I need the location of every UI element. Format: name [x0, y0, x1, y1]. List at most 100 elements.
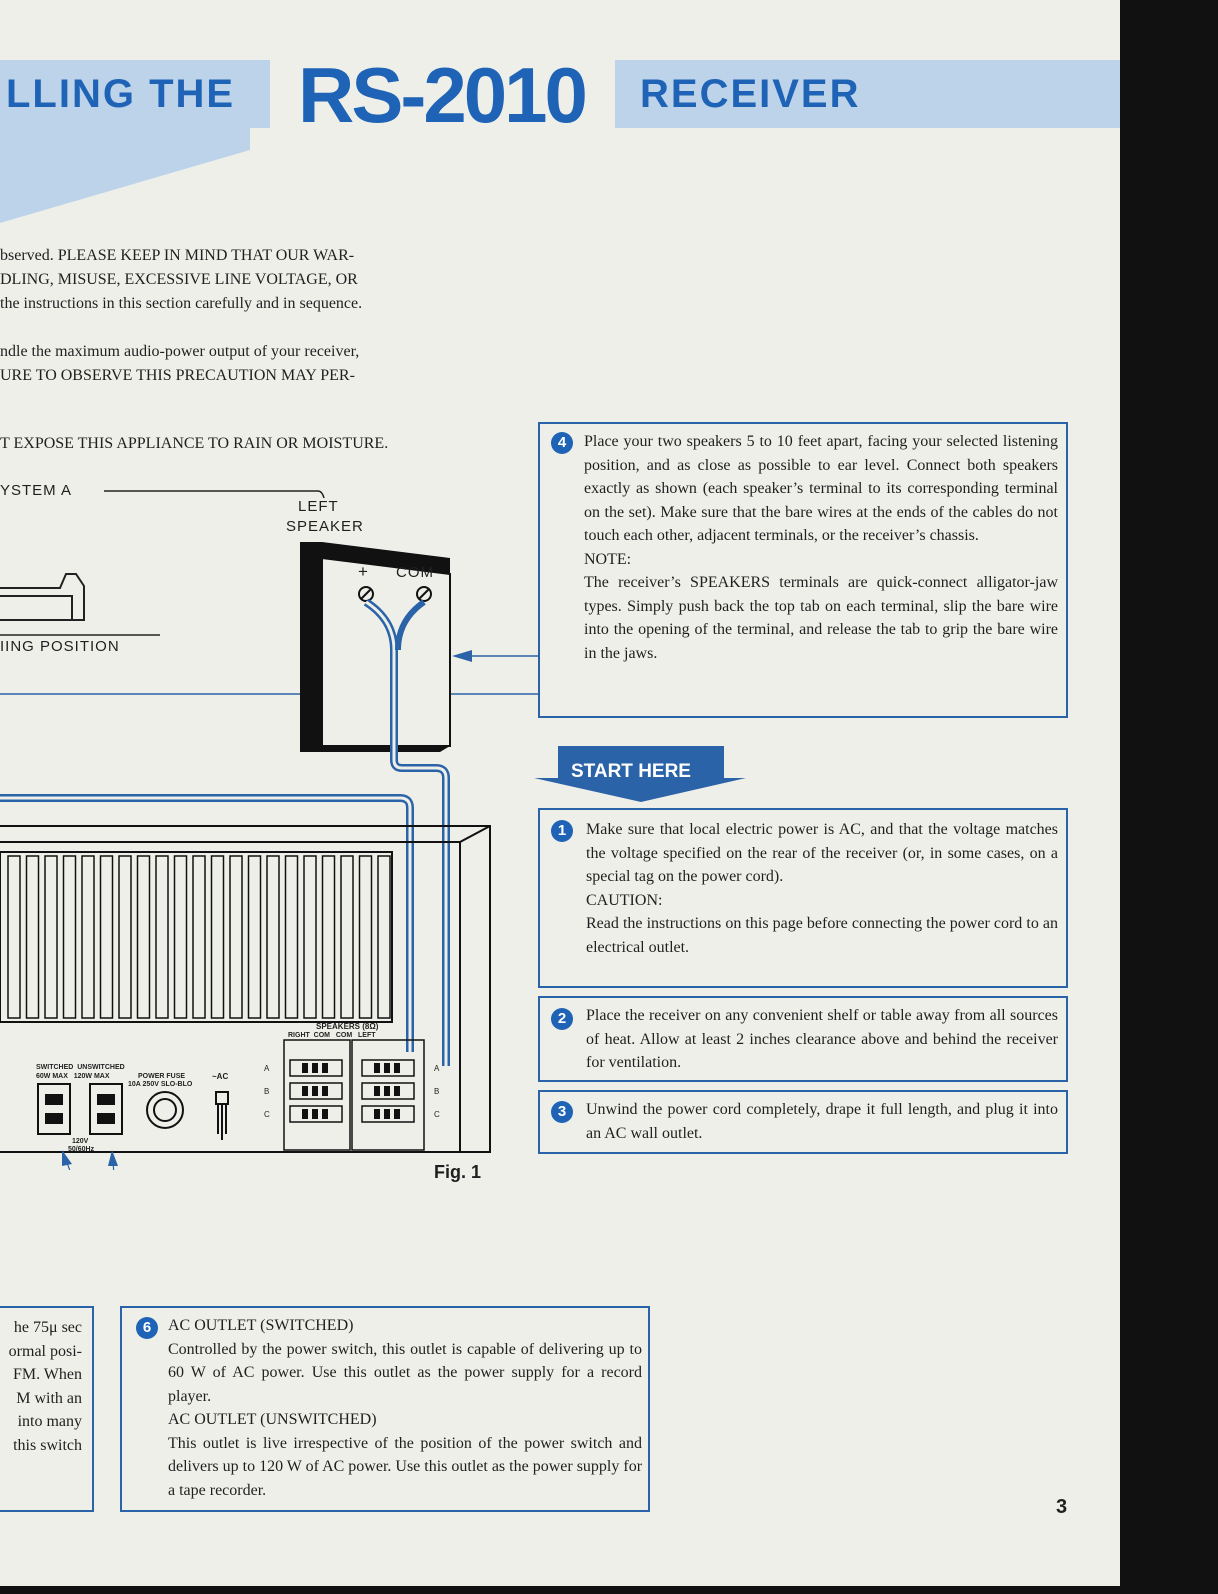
step-4-note: The receiver’s SPEAKERS terminals are qu…	[584, 574, 1058, 662]
step-6-text: AC OUTLET (SWITCHED) Controlled by the p…	[168, 1314, 642, 1502]
step-6-paragraph-2: This outlet is live irrespective of the …	[168, 1434, 643, 1499]
terminal-clip	[394, 1109, 400, 1119]
step-2-box: 2 Place the receiver on any convenient s…	[538, 996, 1068, 1082]
step-4-paragraph: Place your two speakers 5 to 10 feet apa…	[584, 433, 1058, 544]
step-number-badge: 3	[551, 1101, 573, 1123]
page-bottom-edge	[0, 1586, 1120, 1594]
step-number-badge: 2	[551, 1008, 573, 1030]
left-speaker-label-2: SPEAKER	[286, 518, 364, 535]
speakers-header-label: SPEAKERS (8Ω)	[316, 1022, 379, 1031]
heatsink-fins	[7, 855, 391, 1019]
left-box-line: into many	[17, 1413, 82, 1430]
heatsink-fin	[44, 855, 58, 1019]
row-label-b: B	[264, 1087, 270, 1096]
terminal-clip	[394, 1086, 400, 1096]
step-1-text: Make sure that local electric power is A…	[586, 818, 1058, 959]
intro-line: URE TO OBSERVE THIS PRECAUTION MAY PER-	[0, 367, 355, 384]
header-left-text: LLING THE	[6, 72, 236, 116]
heatsink-fin	[358, 855, 373, 1019]
receiver-rear-panel	[0, 825, 491, 1153]
intro-line: T EXPOSE THIS APPLIANCE TO RAIN OR MOIST…	[0, 435, 389, 452]
terminal-block	[361, 1059, 415, 1077]
figure-diagram	[0, 490, 540, 1170]
voltage-label: 120V	[72, 1138, 89, 1145]
heatsink-fin	[266, 855, 280, 1019]
step-number-badge: 6	[136, 1317, 158, 1339]
fuse-holder-icon	[146, 1091, 184, 1129]
step-6-box: 6 AC OUTLET (SWITCHED) Controlled by the…	[120, 1306, 650, 1512]
heatsink-fin	[303, 855, 317, 1019]
step-1-paragraph: Make sure that local electric power is A…	[586, 821, 1058, 885]
terminal-clip	[302, 1109, 308, 1119]
step-6-heading-1: AC OUTLET (SWITCHED)	[168, 1317, 354, 1334]
header-band-right	[615, 60, 1135, 128]
header-wedge	[0, 128, 250, 223]
step-1-caution: Read the instructions on this page befor…	[586, 915, 1058, 956]
left-partial-text: he 75μ sec ormal posi- FM. When M with a…	[0, 1316, 82, 1457]
heatsink-fin	[247, 855, 262, 1019]
heatsink-fin	[62, 855, 77, 1019]
left-speaker-label-1: LEFT	[298, 498, 339, 515]
heatsink-fin	[192, 855, 206, 1019]
start-here-label: START HERE	[571, 761, 691, 782]
outlet-labels: SWITCHED UNSWITCHED	[36, 1064, 125, 1071]
left-partial-box: he 75μ sec ormal posi- FM. When M with a…	[0, 1306, 94, 1512]
step-1-box: 1 Make sure that local electric power is…	[538, 808, 1068, 988]
row-label-c-right: C	[434, 1110, 440, 1119]
heatsink-fin	[25, 855, 40, 1019]
speakers-sub-label: RIGHT COM COM LEFT	[288, 1032, 376, 1039]
heatsink-fin	[81, 855, 95, 1019]
terminal-clip	[384, 1063, 390, 1073]
terminal-com-label: COM	[396, 564, 434, 581]
left-box-line: ormal posi-	[8, 1342, 82, 1360]
power-cord-icon	[215, 1091, 229, 1140]
terminal-clip	[312, 1063, 318, 1073]
switched-outlet-icon	[37, 1083, 71, 1135]
ac-label: ~AC	[212, 1072, 229, 1081]
step-3-text: Unwind the power cord completely, drape …	[586, 1098, 1058, 1145]
heatsink-fin	[118, 855, 132, 1019]
terminal-block	[289, 1105, 343, 1123]
terminal-block	[361, 1082, 415, 1100]
terminal-clip	[302, 1063, 308, 1073]
power-fuse-label: POWER FUSE	[138, 1073, 186, 1080]
heatsink-fin	[155, 855, 169, 1019]
terminal-plus-label: +	[358, 562, 369, 581]
header-right-text: RECEIVER	[640, 72, 861, 116]
heatsink-fin	[284, 855, 299, 1019]
header-model: RS-2010	[298, 51, 588, 139]
terminal-block	[289, 1082, 343, 1100]
step-number-badge: 4	[551, 432, 573, 454]
outlet-arrow-lower	[120, 1160, 122, 1310]
terminal-clip	[384, 1086, 390, 1096]
heatsink-fin	[136, 855, 151, 1019]
step-number-badge: 1	[551, 820, 573, 842]
row-label-a-right: A	[434, 1064, 440, 1073]
step-6-heading-2: AC OUTLET (UNSWITCHED)	[168, 1411, 377, 1428]
step-2-text: Place the receiver on any convenient she…	[586, 1004, 1058, 1075]
terminal-block	[289, 1059, 343, 1077]
terminal-clip	[322, 1109, 328, 1119]
start-here-banner	[534, 746, 746, 802]
heatsink-fin	[340, 855, 354, 1019]
left-box-line: FM. When	[12, 1366, 82, 1383]
row-label-a: A	[264, 1064, 270, 1073]
step-4-box: 4 Place your two speakers 5 to 10 feet a…	[538, 422, 1068, 718]
terminal-clip	[384, 1109, 390, 1119]
terminal-blocks	[289, 1059, 415, 1123]
step-3-box: 3 Unwind the power cord completely, drap…	[538, 1090, 1068, 1154]
intro-line: DLING, MISUSE, EXCESSIVE LINE VOLTAGE, O…	[0, 271, 358, 288]
step-6-paragraph-1: Controlled by the power switch, this out…	[168, 1340, 642, 1405]
heatsink-fin	[7, 855, 21, 1019]
step-3-paragraph: Unwind the power cord completely, drape …	[586, 1101, 1058, 1142]
heatsink-fin	[210, 855, 225, 1019]
system-a-label: YSTEM A	[0, 482, 73, 499]
left-box-line: this switch	[13, 1436, 82, 1454]
outlet-max-labels: 60W MAX 120W MAX	[36, 1073, 110, 1080]
page-number: 3	[1056, 1496, 1068, 1518]
step-1-caution-heading: CAUTION:	[586, 891, 663, 909]
heatsink-fin	[99, 855, 114, 1019]
terminal-clip	[302, 1086, 308, 1096]
step-4-text: Place your two speakers 5 to 10 feet apa…	[584, 430, 1058, 665]
heatsink-fin	[321, 855, 336, 1019]
